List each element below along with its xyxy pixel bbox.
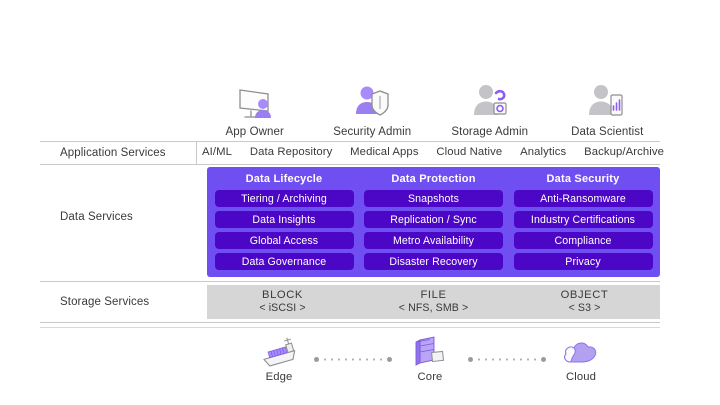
persona-storage-admin: Storage Admin: [431, 79, 549, 138]
pill-data-insights[interactable]: Data Insights: [214, 211, 354, 228]
connector-dotted-line: [322, 357, 384, 362]
connector-dot-end: [541, 357, 546, 362]
column-title: Data Lifecycle: [245, 173, 323, 185]
app-item-cloud-native[interactable]: Cloud Native: [436, 146, 503, 158]
divider-top: [40, 141, 660, 142]
pill-data-governance[interactable]: Data Governance: [214, 253, 354, 270]
storage-column-block[interactable]: BLOCK < iSCSI >: [207, 288, 358, 315]
row-label-storage-services: Storage Services: [60, 296, 150, 308]
pill-snapshots[interactable]: Snapshots: [364, 190, 503, 207]
app-item-data-repository[interactable]: Data Repository: [249, 146, 333, 158]
persona-data-scientist: Data Scientist: [549, 79, 667, 138]
data-services-panel: Data Lifecycle Tiering / Archiving Data …: [207, 167, 660, 277]
connector-dot-start: [468, 357, 473, 362]
divider-application-vertical: [196, 142, 197, 164]
tier-core: Core: [385, 334, 475, 383]
pill-compliance[interactable]: Compliance: [513, 232, 653, 249]
pill-disaster-recovery[interactable]: Disaster Recovery: [364, 253, 503, 270]
persona-security-admin: Security Admin: [314, 79, 432, 138]
user-gear-icon: [469, 79, 511, 121]
row-label-data-services: Data Services: [60, 211, 133, 223]
pill-replication-sync[interactable]: Replication / Sync: [364, 211, 503, 228]
pill-metro-availability[interactable]: Metro Availability: [364, 232, 503, 249]
pill-industry-certifications[interactable]: Industry Certifications: [513, 211, 653, 228]
storage-services-bar: BLOCK < iSCSI > FILE < NFS, SMB > OBJECT…: [207, 285, 660, 319]
tier-edge: Edge: [234, 334, 324, 383]
storage-name: FILE: [420, 289, 447, 302]
persona-app-owner: App Owner: [196, 79, 314, 138]
data-services-column-protection: Data Protection Snapshots Replication / …: [361, 173, 507, 277]
tier-label: Edge: [265, 371, 293, 383]
application-services-items: AI/ML Data Repository Medical Apps Cloud…: [202, 146, 664, 158]
column-title: Data Security: [546, 173, 620, 185]
app-item-medical-apps[interactable]: Medical Apps: [350, 146, 419, 158]
data-services-column-security: Data Security Anti-Ransomware Industry C…: [510, 173, 656, 277]
persona-label: Data Scientist: [571, 126, 644, 138]
connector-dot-end: [387, 357, 392, 362]
app-item-ai-ml[interactable]: AI/ML: [202, 146, 233, 158]
app-item-backup-archive[interactable]: Backup/Archive: [584, 146, 664, 158]
divider-application: [40, 164, 660, 165]
pill-anti-ransomware[interactable]: Anti-Ransomware: [513, 190, 653, 207]
divider-storage: [40, 322, 660, 323]
user-shield-icon: [352, 79, 392, 121]
persona-label: Security Admin: [333, 126, 412, 138]
cloud-icon: [536, 334, 626, 368]
divider-bottom: [40, 327, 660, 328]
monitor-user-icon: [234, 79, 276, 121]
storage-column-file[interactable]: FILE < NFS, SMB >: [358, 288, 509, 315]
connector-dot-start: [314, 357, 319, 362]
app-item-analytics[interactable]: Analytics: [520, 146, 567, 158]
data-services-column-lifecycle: Data Lifecycle Tiering / Archiving Data …: [211, 173, 357, 277]
persona-label: Storage Admin: [451, 126, 529, 138]
deployment-tier-row: Edge Core Cloud: [196, 334, 666, 390]
container-ship-icon: [234, 334, 324, 368]
pill-global-access[interactable]: Global Access: [214, 232, 354, 249]
connector-edge-core: [314, 356, 392, 363]
storage-name: OBJECT: [560, 289, 609, 302]
storage-protocol: < iSCSI >: [259, 302, 306, 315]
server-rack-icon: [385, 334, 475, 368]
tier-label: Cloud: [565, 371, 597, 383]
pill-privacy[interactable]: Privacy: [513, 253, 653, 270]
tier-label: Core: [417, 371, 443, 383]
connector-dotted-line: [476, 357, 538, 362]
column-title: Data Protection: [391, 173, 476, 185]
persona-row: App Owner Security Admin Storage Admin: [196, 72, 666, 138]
divider-data: [40, 281, 660, 282]
pill-tiering-archiving[interactable]: Tiering / Archiving: [214, 190, 354, 207]
storage-protocol: < NFS, SMB >: [398, 302, 469, 315]
user-chart-icon: [586, 79, 628, 121]
tier-cloud: Cloud: [536, 334, 626, 383]
storage-column-object[interactable]: OBJECT < S3 >: [509, 288, 660, 315]
storage-name: BLOCK: [262, 289, 303, 302]
row-label-application-services: Application Services: [60, 147, 166, 159]
connector-core-cloud: [468, 356, 546, 363]
persona-label: App Owner: [225, 126, 284, 138]
storage-protocol: < S3 >: [568, 302, 601, 315]
